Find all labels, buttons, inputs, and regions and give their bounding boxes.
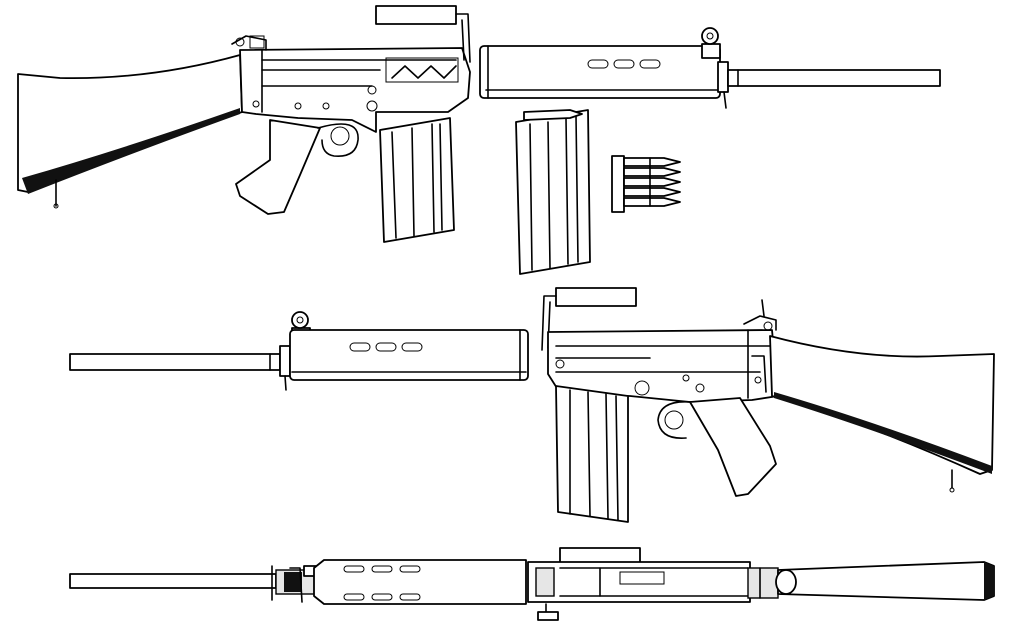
receiver — [547, 299, 779, 403]
handguard — [289, 329, 529, 381]
barrel — [69, 353, 281, 371]
carry-handle — [541, 287, 637, 351]
handguard — [479, 45, 721, 99]
cartridges — [611, 155, 681, 213]
detached-magazine — [515, 109, 591, 275]
carry-handle — [375, 5, 471, 63]
rifle-left-side-view — [17, 5, 941, 243]
barrel — [69, 573, 277, 589]
rifle-right-side-view — [69, 287, 995, 523]
receiver — [527, 561, 779, 603]
stock — [775, 561, 995, 601]
front-sight — [701, 27, 729, 109]
receiver — [231, 35, 471, 133]
rifle-top-view — [69, 547, 995, 621]
magazine — [555, 385, 629, 523]
stock — [17, 54, 243, 209]
handguard — [313, 559, 527, 605]
stock — [769, 335, 995, 493]
pistol-grip — [657, 397, 777, 497]
magazine — [379, 117, 455, 243]
pistol-grip — [235, 119, 359, 215]
detached-parts — [515, 109, 681, 275]
barrel — [727, 69, 941, 87]
